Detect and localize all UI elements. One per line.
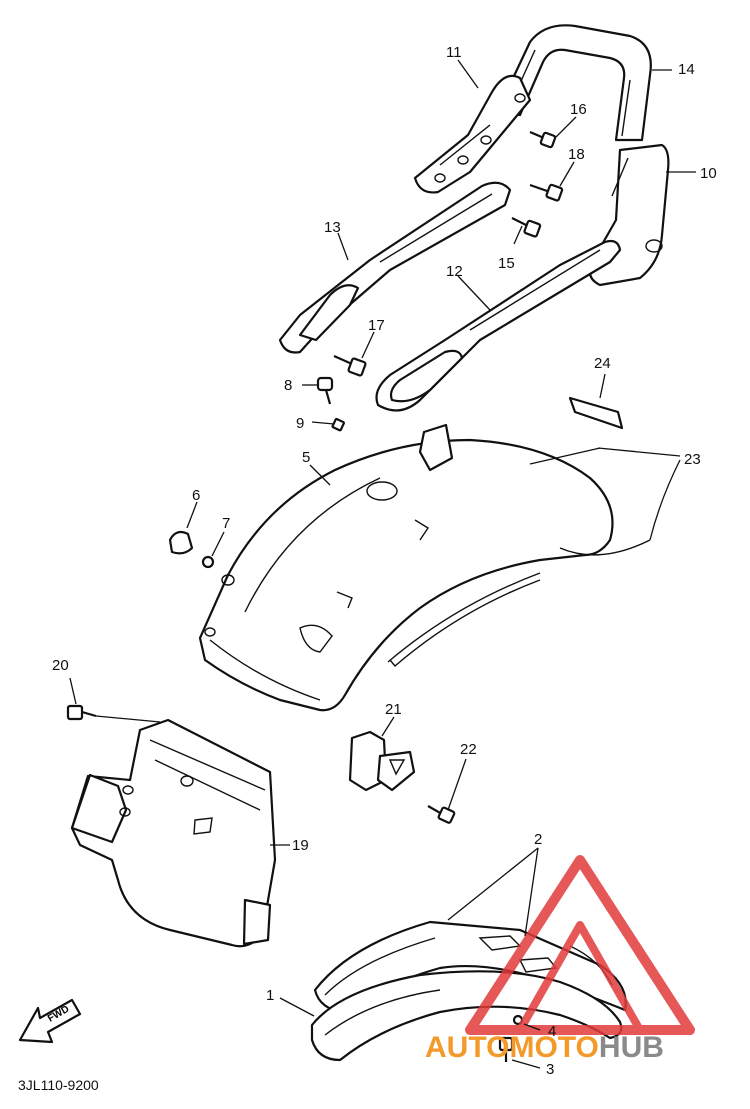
callout-23: 23 xyxy=(684,451,701,468)
screw-22 xyxy=(427,805,456,824)
callout-16: 16 xyxy=(570,101,587,118)
fwd-arrow: FWD xyxy=(18,998,82,1044)
callout-4: 4 xyxy=(548,1023,556,1040)
grab-bar-left xyxy=(278,181,512,354)
callout-5: 5 xyxy=(302,449,310,466)
callout-1: 1 xyxy=(266,987,274,1004)
bolt-20 xyxy=(66,704,97,721)
callout-3: 3 xyxy=(546,1061,554,1078)
callout-9: 9 xyxy=(296,415,304,432)
watermark-logo xyxy=(465,855,695,1035)
bolt-15 xyxy=(511,217,542,238)
callout-14: 14 xyxy=(678,61,695,78)
bolt-17 xyxy=(333,354,367,377)
fender-strip xyxy=(529,447,651,556)
watermark-part-moto: MOTO xyxy=(509,1031,598,1064)
callout-22: 22 xyxy=(460,741,477,758)
leader-lines xyxy=(69,59,696,1069)
seal-strip xyxy=(568,396,624,430)
screw-8 xyxy=(316,376,334,405)
callout-10: 10 xyxy=(700,165,717,182)
reflector-bracket xyxy=(348,730,416,792)
callout-20: 20 xyxy=(52,657,69,674)
inner-fender xyxy=(70,718,277,948)
bracket-left xyxy=(413,74,532,194)
watermark-part-hub: HUB xyxy=(599,1031,664,1064)
callout-12: 12 xyxy=(446,263,463,280)
callout-6: 6 xyxy=(192,487,200,504)
callout-7: 7 xyxy=(222,515,230,532)
callout-19: 19 xyxy=(292,837,309,854)
diagram-code: 3JL110-9200 xyxy=(18,1077,99,1093)
bolt-3 xyxy=(498,1036,514,1062)
bolt-16 xyxy=(529,130,557,149)
bolt-6 xyxy=(168,530,194,555)
watermark-text: AUTOMOTOHUB xyxy=(425,1031,664,1064)
callout-15: 15 xyxy=(498,255,515,272)
bolt-18 xyxy=(529,183,564,202)
callout-18: 18 xyxy=(568,146,585,163)
callout-17: 17 xyxy=(368,317,385,334)
nut-9 xyxy=(331,417,345,432)
callout-24: 24 xyxy=(594,355,611,372)
callout-13: 13 xyxy=(324,219,341,236)
rear-fender xyxy=(198,423,614,712)
callout-21: 21 xyxy=(385,701,402,718)
grab-bar-right xyxy=(375,239,622,412)
callout-11: 11 xyxy=(446,44,462,61)
callout-8: 8 xyxy=(284,377,292,394)
callout-2: 2 xyxy=(534,831,542,848)
callout-labels: 11 14 16 18 10 13 15 12 17 24 8 9 23 5 6… xyxy=(52,44,717,1078)
watermark-part-auto: AUTO xyxy=(425,1031,509,1064)
washer-7 xyxy=(201,555,215,569)
